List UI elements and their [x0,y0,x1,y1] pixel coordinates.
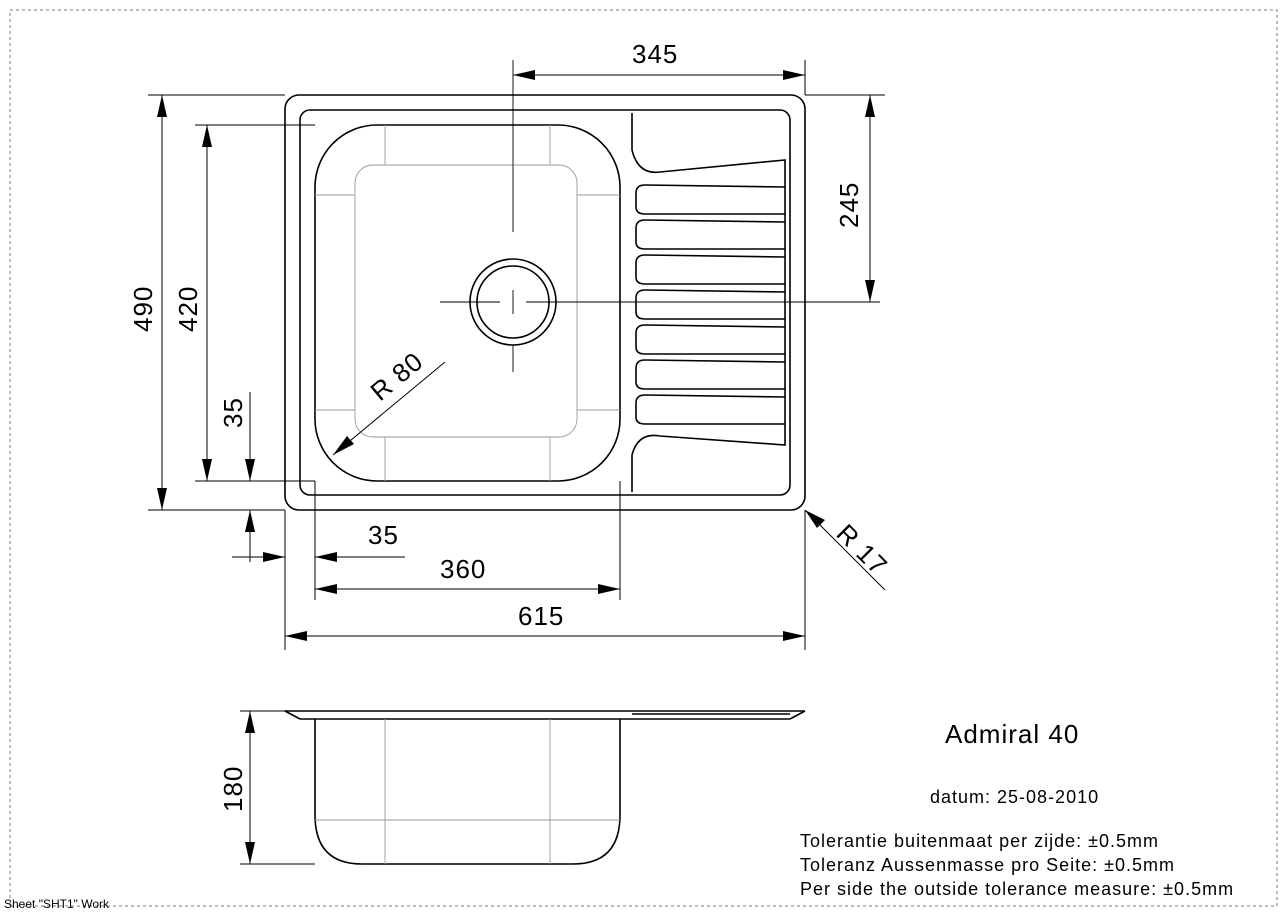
dimension-345: 345 [513,39,806,95]
dimension-360: 360 [315,481,621,600]
sheet-frame [9,9,1278,907]
dimension-35-vertical: 35 [218,392,255,562]
date-label: datum: 25-08-2010 [930,787,1100,807]
outer-rim [284,94,806,511]
dim-35h-label: 35 [368,520,399,550]
sink-side-view [284,710,806,865]
bowl-outline [314,124,621,482]
dim-r17-label: R 17 [831,518,894,581]
dimension-245: 245 [805,94,885,302]
dimension-r80: R 80 [332,346,446,456]
tolerance-line-de: Toleranz Aussenmasse pro Seite: ±0.5mm [800,855,1176,875]
dimension-420: 420 [173,124,315,482]
dim-245-label: 245 [834,182,864,228]
drainer-ribs [635,184,786,425]
dimension-490: 490 [128,94,285,511]
drainer-board [631,113,786,492]
dim-490-label: 490 [128,286,158,332]
dim-615-label: 615 [518,601,564,631]
dim-345-label: 345 [632,39,678,69]
sheet-label: Sheet "SHT1" Work [4,897,109,911]
sink-top-view [284,60,880,511]
bowl-side-profile [314,719,621,865]
tolerance-line-nl: Tolerantie buitenmaat per zijde: ±0.5mm [800,831,1160,851]
dim-420-label: 420 [173,286,203,332]
inner-rim [299,109,791,496]
dim-360-label: 360 [440,554,486,584]
dim-r80-label: R 80 [365,346,429,407]
dimension-r17: R 17 [804,509,894,591]
dimension-35-horizontal: 35 [232,481,405,650]
tolerance-line-en: Per side the outside tolerance measure: … [800,879,1235,899]
dim-180-label: 180 [218,766,248,812]
dim-35v-label: 35 [218,397,248,428]
product-title: Admiral 40 [945,719,1080,749]
dimension-615: 615 [285,510,806,650]
dimension-180: 180 [218,710,315,865]
bowl-floor [354,164,578,438]
